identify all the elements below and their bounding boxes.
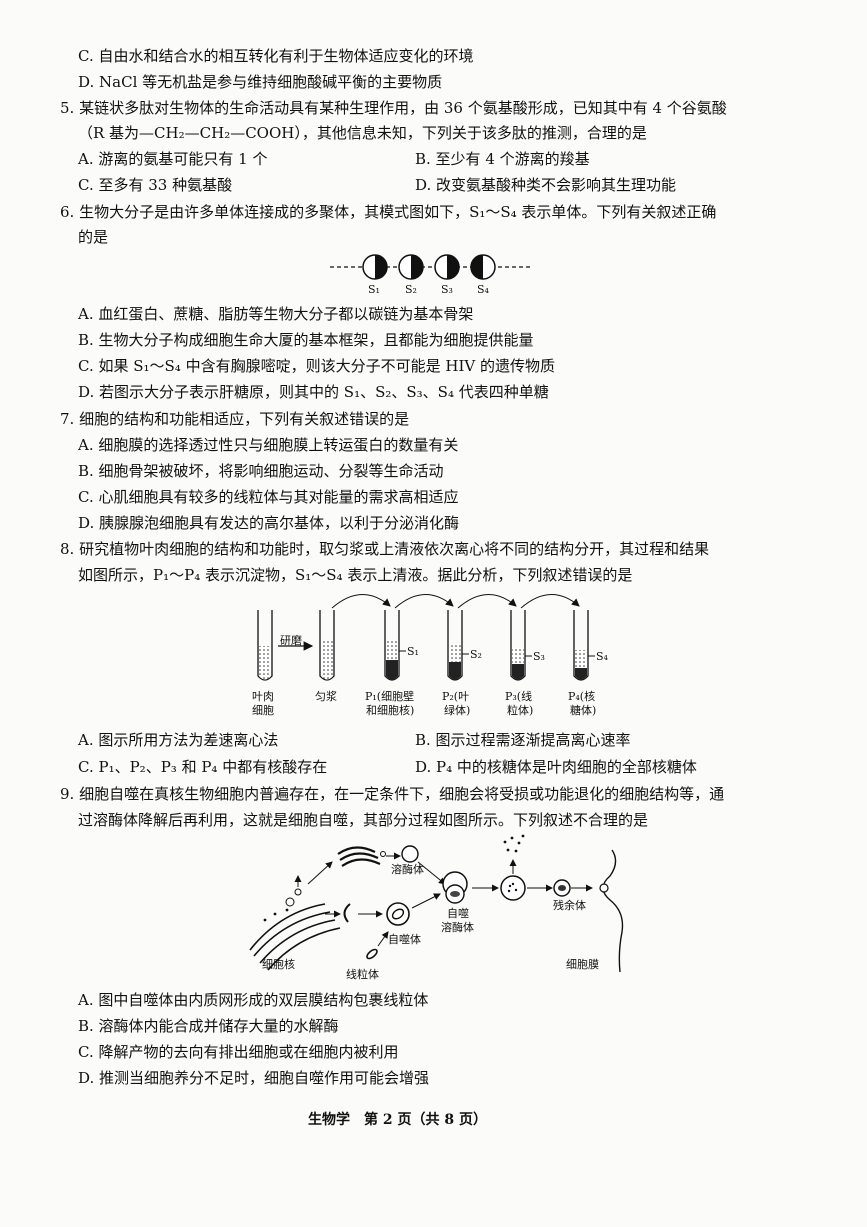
q6-stem-line1: 6. 生物大分子是由许多单体连接成的多聚体，其模式图如下，S₁～S₄ 表示单体。…	[60, 203, 717, 221]
degradation-products	[503, 834, 525, 853]
q8-stem-line1: 8. 研究植物叶肉细胞的结构和功能时，取匀浆或上清液依次离心将不同的结构分开，其…	[60, 540, 710, 558]
monomer-s3	[434, 254, 460, 280]
label-p3-line2: 粒体)	[507, 704, 534, 717]
q5-option-c: C. 至多有 33 种氨基酸	[78, 176, 233, 194]
q9-stem-line2: 过溶酶体降解后再利用，这就是细胞自噬，其部分过程如图所示。下列叙述不合理的是	[78, 811, 649, 829]
label-p2-line2: 绿体)	[444, 704, 471, 717]
label-s2: S₂	[470, 648, 482, 661]
page-footer: 生物学 第 2 页（共 8 页）	[308, 1112, 487, 1128]
q9-stem-line1: 9. 细胞自噬在真核生物细胞内普遍存在，在一定条件下，细胞会将受损或功能退化的细…	[60, 785, 725, 803]
label-p4-line2: 糖体)	[570, 704, 597, 717]
tube-p3	[510, 610, 532, 681]
q4-option-d: D. NaCl 等无机盐是参与维持细胞酸碱平衡的主要物质	[78, 73, 443, 91]
label-leaf-cell-1: 叶肉	[252, 690, 274, 703]
tube-p1	[384, 610, 406, 681]
grind-label: 研磨	[280, 634, 302, 647]
q6-stem-line2: 的是	[78, 228, 109, 246]
q8-option-a: A. 图示所用方法为差速离心法	[78, 731, 279, 749]
q4-option-c: C. 自由水和结合水的相互转化有利于生物体适应变化的环境	[78, 47, 474, 65]
label-mitochondrion: 线粒体	[346, 968, 379, 981]
q7-option-a: A. 细胞膜的选择透过性只与细胞膜上转运蛋白的数量有关	[78, 436, 459, 454]
monomer-s1	[362, 254, 388, 280]
q6-option-c: C. 如果 S₁～S₄ 中含有胸腺嘧啶，则该大分子不可能是 HIV 的遗传物质	[78, 357, 555, 375]
centrifuge-diagram	[257, 594, 595, 681]
q5-option-a: A. 游离的氨基可能只有 1 个	[78, 150, 268, 168]
q7-option-b: B. 细胞骨架被破坏，将影响细胞运动、分裂等生命活动	[78, 462, 444, 480]
label-p3-line1: P₃(线	[505, 690, 533, 703]
label-residual-body: 残余体	[553, 899, 586, 912]
q8-option-c: C. P₁、P₂、P₃ 和 P₄ 中都有核酸存在	[78, 758, 328, 776]
label-p1-line1: P₁(细胞壁	[365, 690, 415, 703]
nucleus-er	[249, 903, 341, 971]
q5-option-b: B. 至少有 4 个游离的羧基	[415, 150, 590, 168]
label-homogenate: 匀浆	[315, 690, 337, 703]
residual-body	[553, 879, 571, 897]
cell-membrane	[599, 849, 624, 973]
tube-p4	[573, 610, 595, 681]
q7-stem: 7. 细胞的结构和功能相适应，下列有关叙述错误的是	[60, 410, 410, 428]
label-cell-membrane: 细胞膜	[566, 958, 599, 971]
label-autophagosome: 自噬体	[388, 933, 421, 946]
q8-stem-line2: 如图所示，P₁～P₄ 表示沉淀物，S₁～S₄ 表示上清液。据此分析，下列叙述错误…	[78, 566, 633, 584]
q8-option-b: B. 图示过程需逐渐提高离心速率	[415, 731, 631, 749]
monomer-label-s2: S₂	[405, 283, 417, 296]
q5-stem-line2: （R 基为—CH₂—CH₂—COOH），其他信息未知，下列关于该多肽的推测，合理…	[78, 124, 647, 142]
label-s4: S₄	[596, 650, 608, 663]
digesting-vesicle	[500, 875, 526, 901]
label-autolysosome-2: 溶酶体	[441, 921, 474, 934]
monomer-label-s1: S₁	[368, 283, 380, 296]
monomer-label-s3: S₃	[441, 283, 453, 296]
label-autolysosome-1: 自噬	[447, 907, 469, 920]
golgi	[337, 846, 386, 867]
label-p2-line1: P₂(叶	[442, 690, 470, 703]
q5-stem-line1: 5. 某链状多肽对生物体的生命活动具有某种生理作用，由 36 个氨基酸形成，已知…	[60, 99, 727, 117]
label-leaf-cell-2: 细胞	[252, 704, 274, 717]
lysosome	[401, 845, 419, 863]
label-lysosome: 溶酶体	[391, 863, 424, 876]
autolysosome	[442, 871, 468, 904]
q6-option-d: D. 若图示大分子表示肝糖原，则其中的 S₁、S₂、S₃、S₄ 代表四种单糖	[78, 383, 549, 401]
label-p1-line2: 和细胞核)	[366, 704, 415, 717]
q9-option-b: B. 溶酶体内能合成并储存大量的水解酶	[78, 1017, 339, 1035]
q7-option-c: C. 心肌细胞具有较多的线粒体与其对能量的需求高相适应	[78, 488, 459, 506]
mitochondrion	[366, 948, 378, 960]
q6-option-a: A. 血红蛋白、蔗糖、脂肪等生物大分子都以碳链为基本骨架	[78, 305, 474, 323]
q9-option-a: A. 图中自噬体由内质网形成的双层膜结构包裹线粒体	[78, 991, 429, 1009]
polymer-diagram	[330, 254, 530, 280]
tube-leaf-cells	[257, 610, 273, 681]
label-nucleus: 细胞核	[262, 958, 295, 971]
monomer-s4	[470, 254, 496, 280]
autophagy-diagram	[249, 834, 624, 973]
label-s1: S₁	[407, 645, 419, 658]
label-s3: S₃	[533, 650, 545, 663]
tube-p2	[447, 610, 469, 681]
q6-option-b: B. 生物大分子构成细胞生命大厦的基本框架，且都能为细胞提供能量	[78, 331, 534, 349]
q9-option-c: C. 降解产物的去向有排出细胞或在细胞内被利用	[78, 1043, 399, 1061]
monomer-s2	[398, 254, 424, 280]
q5-option-d: D. 改变氨基酸种类不会影响其生理功能	[415, 176, 677, 194]
q9-option-d: D. 推测当细胞养分不足时，细胞自噬作用可能会增强	[78, 1069, 430, 1087]
q8-option-d: D. P₄ 中的核糖体是叶肉细胞的全部核糖体	[415, 758, 697, 776]
q7-option-d: D. 胰腺腺泡细胞具有发达的高尔基体，以利于分泌消化酶	[78, 514, 460, 532]
autophagosome	[386, 902, 410, 926]
label-p4-line1: P₄(核	[568, 690, 596, 703]
tube-homogenate	[319, 610, 335, 681]
monomer-label-s4: S₄	[477, 283, 489, 296]
